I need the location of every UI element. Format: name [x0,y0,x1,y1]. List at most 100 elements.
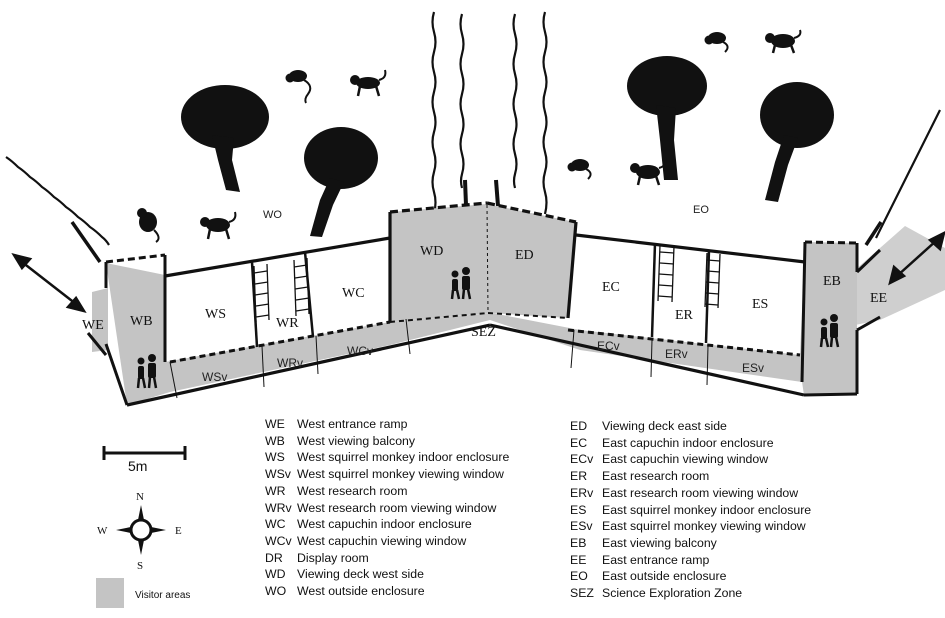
legend-text: West capuchin indoor enclosure [297,517,472,532]
fence-stub-center-e [494,179,500,207]
wall-wcv-sez [405,318,411,355]
ramp-we [92,288,108,352]
label-er: ER [675,308,694,323]
fence-east-vertical [542,11,548,215]
compass-n: N [136,491,144,503]
legend-item: EC East capuchin indoor enclosure [570,435,811,452]
legend-code: ED [570,419,588,433]
compass-s: S [137,560,143,572]
legend-text: Viewing deck east side [602,419,727,433]
tree-icon [627,56,707,180]
legend-code: EC [570,435,588,450]
arrow-head-icon [11,253,33,271]
wall-ramp-east-top [855,248,882,274]
fence-west-vertical [431,11,437,215]
wall-ws-wr [250,261,259,348]
fence-stub-west [70,220,102,264]
label-sez: SEZ [471,325,496,340]
legend-text: East viewing balcony [602,535,717,550]
compass-w: W [97,525,108,537]
legend-code: ECv [570,452,594,467]
label-ed: ED [515,248,534,263]
wall-eb-bottom [803,392,858,397]
tree-icon [304,127,378,237]
legend-text: East squirrel monkey indoor enclosure [602,502,812,517]
ladder-icon [657,244,675,303]
arrow-head-icon [927,231,945,252]
legend-code: EO [570,569,588,584]
legend-text: West outside enclosure [297,584,425,599]
outside-fences [5,11,941,264]
legend-text: Display room [297,550,369,565]
label-ee: EE [870,291,887,306]
wall-eb-inner [800,241,807,383]
legend-text: West research room viewing window [297,500,497,515]
legend-text: West viewing balcony [297,433,416,448]
capuchin-icon [630,157,667,186]
label-wsv: WSv [202,370,227,384]
wall-ec-er [650,242,657,338]
arrow-head-icon [888,264,907,286]
ladder-icon [253,263,270,323]
label-ecv: ECv [597,339,620,353]
capuchin-icon [350,69,387,97]
legend-code: EB [570,535,587,550]
legend-code: WR [265,483,286,498]
wall-ramp-east-bottom [856,315,881,332]
wall-er-es [704,249,711,344]
area-labels: WE WB WS WR WC WD ED EC ER ES EB EE WSv … [82,204,887,384]
wall-sez-ecv [570,329,575,369]
ladder-icon [293,257,310,317]
fence-stub-east [864,221,883,246]
viewing-deck [390,204,575,322]
entrance-arrows [11,231,945,313]
walls [86,201,882,407]
squirrel-monkey-icon [567,159,592,180]
wall-east-top [575,233,806,264]
legend-code: SEZ [570,586,594,601]
fence-stub-center-w [463,179,468,206]
label-wb: WB [130,314,153,329]
legend-code: EE [570,552,587,567]
fence-center-west [459,13,465,189]
legend-code: ERv [570,485,594,500]
legend-text: East capuchin viewing window [602,452,769,467]
legend-text: East capuchin indoor enclosure [602,435,774,450]
label-we: WE [82,318,104,333]
wall-deck-east [566,221,578,319]
compass-e: E [175,525,182,537]
arrow-head-icon [65,295,87,313]
capuchin-icon [765,29,802,54]
wall-deck-top-w [389,201,488,214]
wall-wsv-wrv [261,345,265,388]
trees [181,56,834,237]
monkeys [137,29,802,243]
scale-label: 5m [128,458,148,474]
label-wo: WO [263,209,282,221]
wall-south-west [126,323,491,407]
squirrel-monkey-icon [137,208,160,243]
legend-text: East entrance ramp [602,552,710,567]
scale-bar [102,446,187,460]
wall-east-windows [567,328,801,357]
label-es: ES [752,297,768,312]
wall-west-windows [169,320,391,364]
visitor-areas-swatch [96,578,124,608]
wall-ecv-erv [650,339,653,378]
fence-center-east [512,13,518,189]
ladder-icon [704,252,721,309]
capuchin-icon [200,211,237,240]
people-icon [819,314,840,348]
